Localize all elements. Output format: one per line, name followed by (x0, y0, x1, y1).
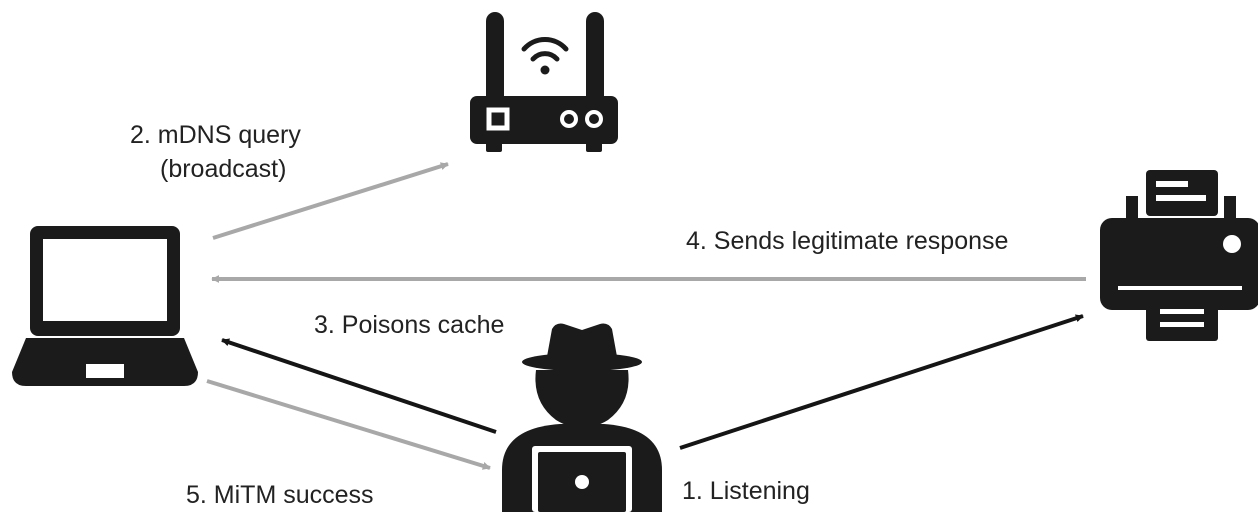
laptop-icon (12, 226, 198, 386)
step-1-label: 1. Listening (682, 477, 810, 505)
step-2-label-line1: 2. mDNS query (130, 121, 301, 149)
arrow-mdns-query (212, 162, 449, 240)
step-3-label: 3. Poisons cache (314, 311, 504, 339)
arrow-mitm-success (206, 379, 491, 470)
hacker-with-laptop-icon (502, 323, 662, 512)
arrow-listening (679, 314, 1084, 450)
step-4-label: 4. Sends legitimate response (686, 227, 1008, 255)
arrow-poison-cache (221, 338, 497, 434)
step-5-label: 5. MiTM success (186, 481, 374, 509)
step-2-label-line2: (broadcast) (160, 155, 286, 183)
wifi-router-icon (470, 12, 618, 152)
printer-icon (1100, 170, 1258, 341)
